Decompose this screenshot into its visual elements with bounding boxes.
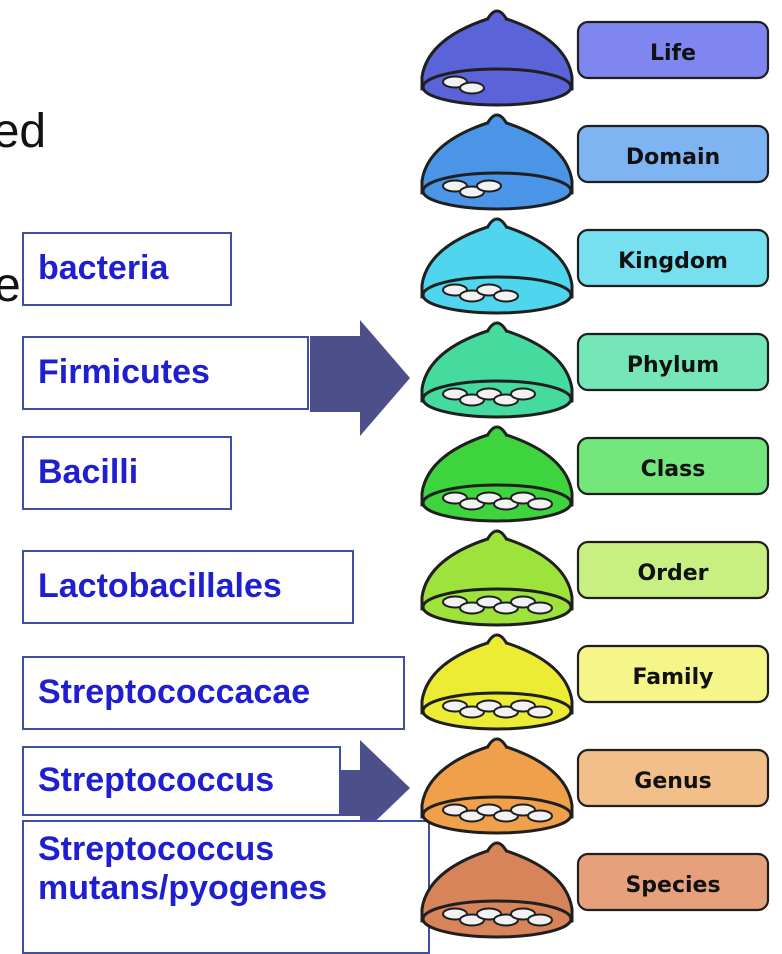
- rank-hole: [528, 707, 552, 718]
- rank-neck: [487, 739, 507, 748]
- taxonomy-pyramid: LifeDomainKingdomPhylumClassOrderFamilyG…: [410, 0, 782, 954]
- rank-hole: [511, 389, 535, 400]
- rank-species: Species: [422, 843, 768, 937]
- rank-label: Kingdom: [618, 249, 728, 274]
- label-streptococcacae: Streptococcacae: [22, 656, 405, 730]
- rank-hole: [528, 499, 552, 510]
- rank-order: Order: [422, 531, 768, 625]
- rank-class: Class: [422, 427, 768, 521]
- rank-neck: [487, 115, 507, 124]
- label-species-name: Streptococcus mutans/pyogenes: [22, 820, 430, 954]
- rank-hole: [460, 83, 484, 94]
- rank-hole: [477, 181, 501, 192]
- rank-neck: [487, 323, 507, 332]
- rank-neck: [487, 635, 507, 644]
- rank-family: Family: [422, 635, 768, 729]
- rank-label: Life: [650, 41, 696, 66]
- rank-label: Class: [641, 457, 706, 482]
- slide-title-fragment: nced: [0, 104, 46, 159]
- rank-label: Species: [625, 873, 720, 898]
- rank-hole: [528, 811, 552, 822]
- rank-label: Phylum: [627, 353, 719, 378]
- rank-label: Genus: [634, 769, 711, 794]
- label-lactobacillales: Lactobacillales: [22, 550, 354, 624]
- rank-label: Order: [637, 561, 708, 586]
- rank-hole: [528, 915, 552, 926]
- rank-base: [423, 69, 571, 105]
- rank-neck: [487, 11, 507, 20]
- label-firmicutes: Firmicutes: [22, 336, 309, 410]
- label-streptococcus: Streptococcus: [22, 746, 341, 816]
- rank-life: Life: [422, 11, 768, 105]
- rank-domain: Domain: [422, 115, 768, 209]
- rank-genus: Genus: [422, 739, 768, 833]
- label-bacteria: bacteria: [22, 232, 232, 306]
- label-species-line-2: mutans/pyogenes: [38, 869, 428, 908]
- rank-label: Domain: [626, 145, 720, 170]
- label-bacilli: Bacilli: [22, 436, 232, 510]
- arrow-firmicutes: [310, 320, 410, 436]
- rank-neck: [487, 219, 507, 228]
- rank-label: Family: [633, 665, 714, 690]
- rank-hole: [494, 291, 518, 302]
- rank-kingdom: Kingdom: [422, 219, 768, 313]
- rank-neck: [487, 531, 507, 540]
- rank-hole: [528, 603, 552, 614]
- rank-phylum: Phylum: [422, 323, 768, 417]
- rank-neck: [487, 427, 507, 436]
- label-species-line-1: Streptococcus: [38, 830, 428, 869]
- rank-neck: [487, 843, 507, 852]
